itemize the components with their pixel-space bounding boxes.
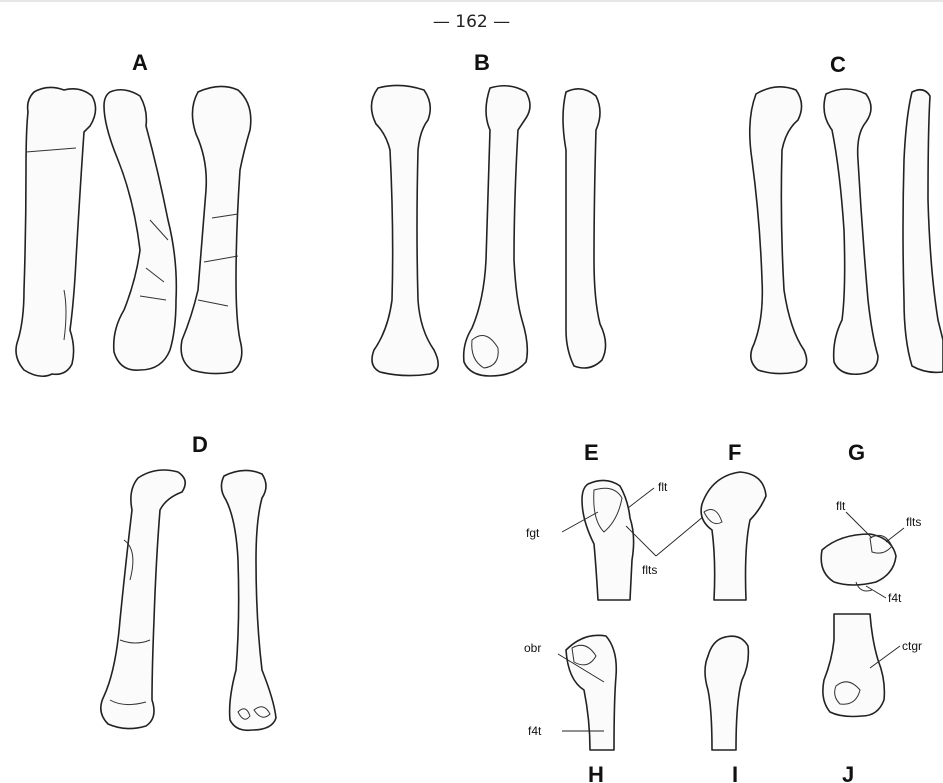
panel-label-h: H — [588, 762, 604, 783]
leader-f4t-g — [866, 586, 886, 598]
femur-c-posterior — [824, 89, 878, 374]
label-ctgr: ctgr — [902, 639, 922, 653]
femur-e-proximal — [582, 480, 634, 600]
panel-label-j: J — [842, 762, 854, 783]
femur-a-anterior — [16, 87, 96, 376]
label-flt-g: flt — [836, 499, 846, 513]
femur-b-posterior — [464, 86, 530, 376]
femur-f-proximal — [701, 472, 766, 600]
leader-flt-e — [628, 488, 654, 508]
panel-label-f: F — [728, 440, 741, 465]
femur-b-lateral — [563, 89, 606, 368]
panel-label-d: D — [192, 432, 208, 457]
femur-c-lateral — [903, 90, 943, 373]
panel-label-i: I — [732, 762, 738, 783]
label-f4t-h: f4t — [528, 724, 542, 738]
femur-g-proximal-view — [821, 534, 896, 585]
label-obr: obr — [524, 641, 541, 655]
femur-a-posterior — [181, 86, 251, 373]
label-f4t-g: f4t — [888, 591, 902, 605]
panel-label-b: B — [474, 50, 490, 75]
panel-label-g: G — [848, 440, 865, 465]
panel-label-e: E — [584, 440, 599, 465]
label-flts-g: flts — [906, 515, 921, 529]
label-fgt: fgt — [526, 526, 540, 540]
label-flt-e: flt — [658, 480, 668, 494]
femur-d-posterior — [221, 470, 276, 730]
femur-c-anterior — [750, 87, 807, 374]
femur-b-anterior — [371, 85, 438, 375]
leader-flts-f — [656, 516, 704, 556]
femur-h-proximal — [566, 635, 616, 750]
panel-label-c: C — [830, 52, 846, 77]
femur-a-medial — [104, 90, 176, 370]
panel-label-a: A — [132, 50, 148, 75]
femur-d-anterior — [101, 470, 185, 729]
leader-flts-g — [886, 528, 904, 542]
femur-i-distal — [705, 636, 748, 750]
label-flts: flts — [642, 563, 657, 577]
